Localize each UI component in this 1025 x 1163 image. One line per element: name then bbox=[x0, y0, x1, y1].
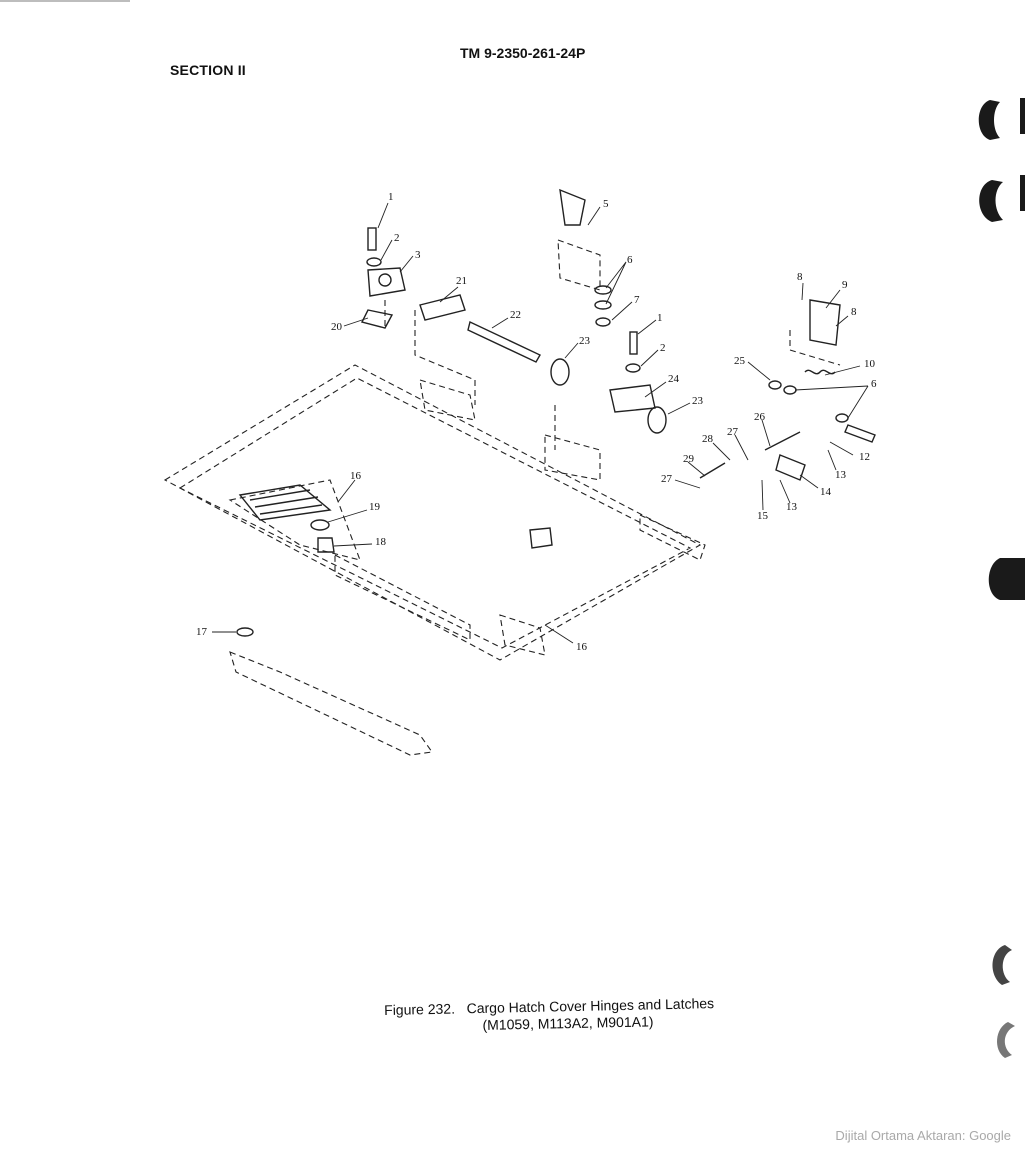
callout-23a: 23 bbox=[579, 335, 591, 347]
callout-20: 20 bbox=[331, 321, 343, 333]
callout-13a: 13 bbox=[835, 469, 847, 481]
callout-2a: 2 bbox=[394, 232, 400, 244]
callout-28: 28 bbox=[702, 433, 714, 445]
callout-18: 18 bbox=[375, 536, 387, 548]
callout-13b: 13 bbox=[786, 501, 798, 513]
callout-21: 21 bbox=[456, 275, 467, 287]
callout-14: 14 bbox=[820, 486, 832, 498]
callout-19: 19 bbox=[369, 501, 381, 513]
callout-12: 12 bbox=[859, 451, 870, 463]
callout-6a: 6 bbox=[627, 254, 633, 266]
callout-labels: 1 2 3 20 21 22 5 6 7 1 2 23 24 23 8 9 8 … bbox=[196, 191, 877, 653]
callout-22: 22 bbox=[510, 309, 521, 321]
callout-5: 5 bbox=[603, 198, 609, 210]
callout-6b: 6 bbox=[871, 378, 877, 390]
binder-holes bbox=[978, 98, 1025, 1058]
callout-10: 10 bbox=[864, 358, 876, 370]
tm-number: TM 9-2350-261-24P bbox=[460, 45, 586, 61]
callout-27b: 27 bbox=[661, 473, 673, 485]
callout-27a: 27 bbox=[727, 426, 739, 438]
callout-1b: 1 bbox=[657, 312, 663, 324]
callout-25: 25 bbox=[734, 355, 746, 367]
callout-16b: 16 bbox=[576, 641, 588, 653]
callout-23b: 23 bbox=[692, 395, 704, 407]
figure-caption: Figure 232. Cargo Hatch Cover Hinges and… bbox=[384, 995, 715, 1036]
callout-2b: 2 bbox=[660, 342, 666, 354]
callout-15: 15 bbox=[757, 510, 769, 522]
callout-8b: 8 bbox=[851, 306, 857, 318]
callout-24: 24 bbox=[668, 373, 680, 385]
callout-1a: 1 bbox=[388, 191, 394, 203]
top-rule bbox=[0, 0, 130, 2]
callout-26: 26 bbox=[754, 411, 766, 423]
callout-9: 9 bbox=[842, 279, 848, 291]
callout-7: 7 bbox=[634, 294, 640, 306]
callout-8a: 8 bbox=[797, 271, 803, 283]
section-label: SECTION II bbox=[170, 62, 246, 78]
callout-17: 17 bbox=[196, 626, 208, 638]
callout-3: 3 bbox=[415, 249, 421, 261]
digitization-watermark: Dijital Ortama Aktaran: Google bbox=[835, 1128, 1011, 1143]
callout-16a: 16 bbox=[350, 470, 362, 482]
callout-29: 29 bbox=[683, 453, 695, 465]
